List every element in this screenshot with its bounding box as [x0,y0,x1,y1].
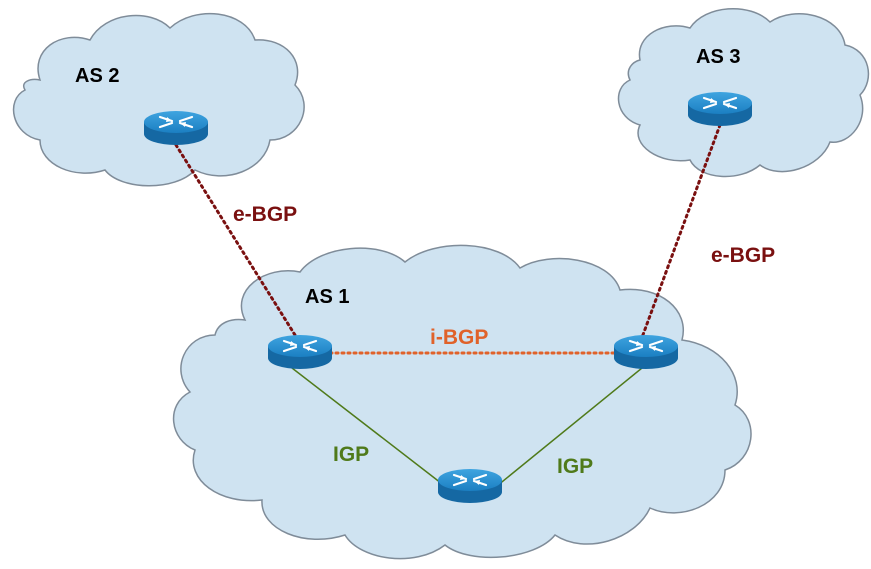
ebgp-link-as3 [638,123,722,345]
as2-label: AS 2 [75,65,119,87]
router-as3 [688,92,752,126]
ebgp-label-as2: e-BGP [233,203,297,226]
ebgp-label-as3: e-BGP [711,244,775,267]
cloud-as2 [12,12,305,187]
router-as1-left [268,335,332,369]
router-as2 [144,111,208,145]
cloud-as1 [173,244,752,560]
ibgp-label: i-BGP [430,326,488,349]
router-as1-bottom [438,469,502,503]
router-as1-right [614,335,678,369]
as3-label: AS 3 [696,46,740,68]
as1-label: AS 1 [305,286,349,308]
igp-link-right [491,367,643,491]
igp-label-right: IGP [557,455,593,478]
igp-label-left: IGP [333,443,369,466]
cloud-as3 [617,7,870,178]
igp-link-left [291,367,451,491]
ebgp-link-as2 [174,143,302,345]
